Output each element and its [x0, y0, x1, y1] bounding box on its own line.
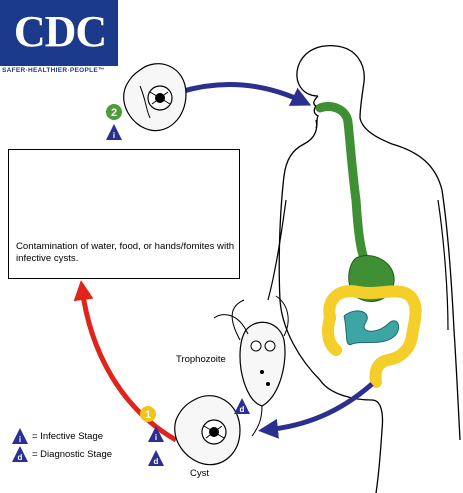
face-profile [313, 95, 319, 129]
ingestion-arrow [179, 82, 312, 106]
svg-text:i: i [19, 435, 21, 444]
arm-outline [267, 199, 287, 301]
stage-one-marker [140, 406, 156, 422]
diagnostic-marker-cyst: d [148, 450, 164, 466]
trophozoite [213, 295, 289, 437]
diagnostic-marker-trophozoite: d [234, 398, 250, 414]
cdc-logo-text: CDC [13, 7, 107, 56]
cyst-top [123, 63, 187, 132]
legend-diagnostic-icon: d [12, 446, 28, 462]
large-intestine-left [322, 312, 342, 356]
stage-one-number: 1 [145, 409, 151, 421]
excretion-arrow [258, 382, 374, 439]
human-silhouette [278, 44, 461, 493]
cyst-label: Cyst [190, 468, 209, 479]
svg-text:i: i [113, 131, 115, 140]
infective-marker-top: i [106, 124, 122, 140]
contamination-caption: Contamination of water, food, or hands/f… [16, 241, 235, 264]
trophozoite-label: Trophozoite [176, 354, 226, 365]
arm-outline-right [437, 199, 449, 331]
stage-two-marker [106, 104, 122, 120]
stage-two-number: 2 [111, 107, 117, 119]
svg-text:d: d [240, 405, 245, 414]
environment-arrow [73, 280, 178, 443]
infective-marker-cyst: i [148, 426, 164, 442]
svg-text:d: d [18, 453, 23, 462]
legend-diagnostic-text: = Diagnostic Stage [32, 449, 113, 460]
esophagus [315, 102, 371, 269]
svg-text:i: i [155, 433, 157, 442]
small-intestine [343, 310, 400, 346]
legend-infective-text: = Infective Stage [32, 431, 104, 442]
svg-text:d: d [154, 457, 159, 466]
cdc-logo [0, 0, 118, 66]
large-intestine [323, 285, 422, 388]
cdc-tagline: SAFER·HEALTHIER·PEOPLE™ [2, 67, 105, 74]
cyst-bottom [174, 395, 241, 466]
contamination-box [8, 149, 240, 279]
legend-infective-icon: i [12, 428, 28, 444]
